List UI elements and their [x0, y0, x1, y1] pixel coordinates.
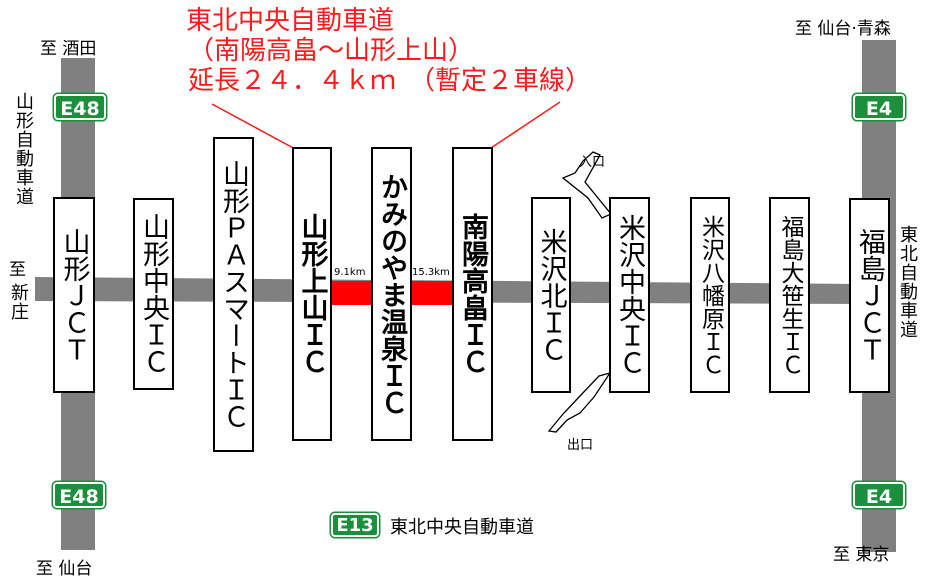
e13-legend-shield: E13: [331, 513, 379, 537]
new-section-1: [331, 281, 373, 305]
ic-label: 山形中央ＩＣ: [138, 213, 169, 375]
ic-kaminoyama-onsen[interactable]: かみのやま温泉ＩＣ: [371, 147, 412, 441]
ic-yamagata-kaminoyama[interactable]: 山形上山ＩＣ: [292, 147, 332, 441]
ic-label: 米沢北ＩＣ: [535, 227, 567, 363]
right-north-destination: 至 仙台·青森: [795, 19, 891, 39]
ic-label: かみのやま温泉ＩＣ: [376, 172, 407, 416]
ic-yamagata-pa-smart[interactable]: 山形ＰＡスマートＩＣ: [213, 137, 254, 452]
exit-label: 出口: [567, 438, 594, 453]
west-destination-name: 新庄: [8, 283, 29, 321]
distance-label-1: 9.1km: [334, 267, 366, 278]
ic-fukushima-jct[interactable]: 福島ＪＣＴ: [849, 198, 890, 393]
entrance-ramp-arrow: [561, 151, 613, 219]
e48-shield-top: E48: [54, 94, 106, 120]
title-connector-left: [211, 103, 298, 151]
title-connector-right: [487, 101, 561, 151]
new-section-2: [412, 281, 454, 305]
project-length: 延長２４．４ｋｍ （暫定２車線）: [188, 66, 592, 96]
project-title: 東北中央自動車道: [186, 6, 395, 36]
ic-yamagata-jct[interactable]: 山形ＪＣＴ: [53, 197, 95, 393]
ic-label: 米沢八幡原ＩＣ: [697, 214, 724, 376]
ic-yonezawa-chuo[interactable]: 米沢中央ＩＣ: [609, 197, 650, 393]
e48-shield-bottom: E48: [53, 482, 105, 508]
ic-label: 米沢中央ＩＣ: [614, 214, 645, 376]
legend-label: 東北中央自動車道: [390, 517, 534, 538]
entrance-label: 入口: [579, 155, 606, 170]
ic-label: 福島ＪＣＴ: [854, 228, 885, 363]
ic-yamagata-chuo[interactable]: 山形中央ＩＣ: [133, 198, 174, 390]
distance-label-2: 15.3km: [412, 267, 450, 278]
ic-label: 南陽高畠ＩＣ: [457, 213, 488, 375]
left-south-destination: 至 仙台: [36, 559, 93, 579]
exit-ramp-arrow: [547, 371, 612, 433]
ic-label: 山形ＪＣＴ: [58, 227, 90, 363]
ic-fukushima-ozasa[interactable]: 福島大笹生ＩＣ: [769, 197, 810, 393]
left-route-name: 山形自動車道: [13, 92, 34, 206]
e4-shield-bottom: E4: [853, 482, 905, 508]
ic-label: 山形ＰＡスマートＩＣ: [218, 159, 249, 430]
west-destination-to: 至: [9, 260, 26, 280]
right-route-name: 東北自動車道: [897, 225, 918, 339]
e4-shield-top: E4: [853, 94, 905, 120]
left-north-destination: 至 酒田: [40, 39, 97, 59]
right-south-destination: 至 東京: [833, 545, 890, 565]
ic-nanyo-takahata[interactable]: 南陽高畠ＩＣ: [452, 147, 493, 441]
ic-label: 福島大笹生ＩＣ: [777, 214, 803, 376]
project-section: （南陽高畠～山形上山）: [188, 36, 475, 66]
ic-yonezawa-yawatabara[interactable]: 米沢八幡原ＩＣ: [690, 197, 730, 393]
ic-yonezawa-kita[interactable]: 米沢北ＩＣ: [531, 197, 571, 393]
ic-label: 山形上山ＩＣ: [296, 213, 328, 375]
